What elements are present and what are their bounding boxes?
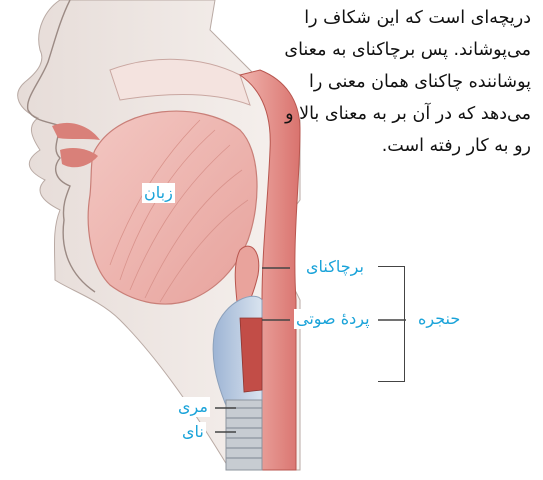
vocal-folds <box>240 318 262 392</box>
paragraph-line: پوشاننده چاکنای همان معنی را <box>231 66 531 98</box>
trachea-rings <box>226 400 262 470</box>
label-vocal-cords: پردهٔ صوتی <box>294 309 372 329</box>
label-trachea: نای <box>180 422 206 442</box>
label-epiglottis: برچاکنای <box>304 257 366 277</box>
paragraph-line: می‌دهد که در آن بر به معنای بالا و <box>231 98 531 130</box>
label-esophagus: مری <box>176 397 210 417</box>
label-larynx: حنجره <box>416 309 462 329</box>
larynx-bracket <box>378 266 405 382</box>
paragraph-line: رو به کار رفته است. <box>231 130 531 162</box>
paragraph-line: دریچه‌ای است که این شکاف را <box>231 2 531 34</box>
explanation-paragraph: دریچه‌ای است که این شکاف را می‌پوشاند. پ… <box>231 2 531 162</box>
label-tongue: زبان <box>142 183 175 203</box>
paragraph-line: می‌پوشاند. پس برچاکنای به معنای <box>231 34 531 66</box>
